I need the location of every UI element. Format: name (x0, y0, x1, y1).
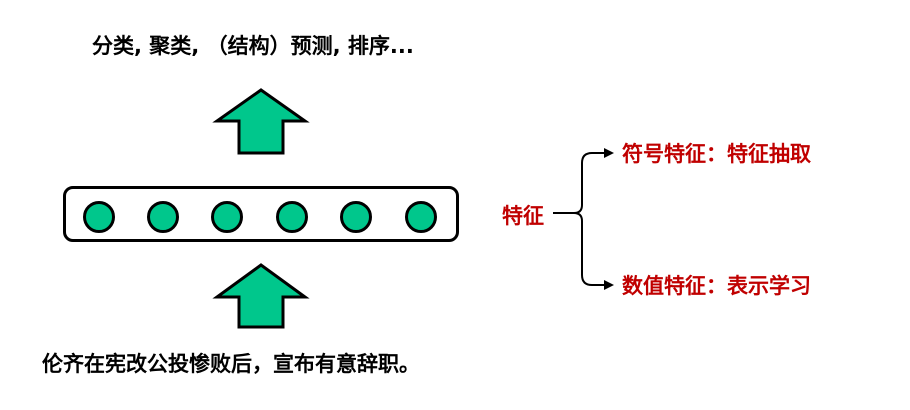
feature-node (340, 201, 372, 233)
feature-node (83, 201, 115, 233)
upward-arrow-bottom (212, 263, 310, 329)
task-output-label: 分类, 聚类, （结构）预测, 排序... (92, 34, 414, 58)
feature-label: 特征 (502, 204, 544, 228)
input-sentence: 伦齐在宪改公投惨败后，宣布有意辞职。 (42, 352, 420, 376)
feature-node (147, 201, 179, 233)
upward-arrow-top (212, 88, 310, 155)
brace-connector-lower (573, 212, 604, 286)
feature-vector-box (63, 186, 459, 242)
arrowhead-upper (604, 148, 614, 158)
numeric-feature-label: 数值特征：表示学习 (622, 274, 811, 298)
brace-connector (553, 152, 604, 214)
feature-node (211, 201, 243, 233)
feature-node (405, 201, 437, 233)
symbolic-feature-label: 符号特征：特征抽取 (622, 142, 811, 166)
feature-node (276, 201, 308, 233)
arrowhead-lower (604, 280, 614, 290)
